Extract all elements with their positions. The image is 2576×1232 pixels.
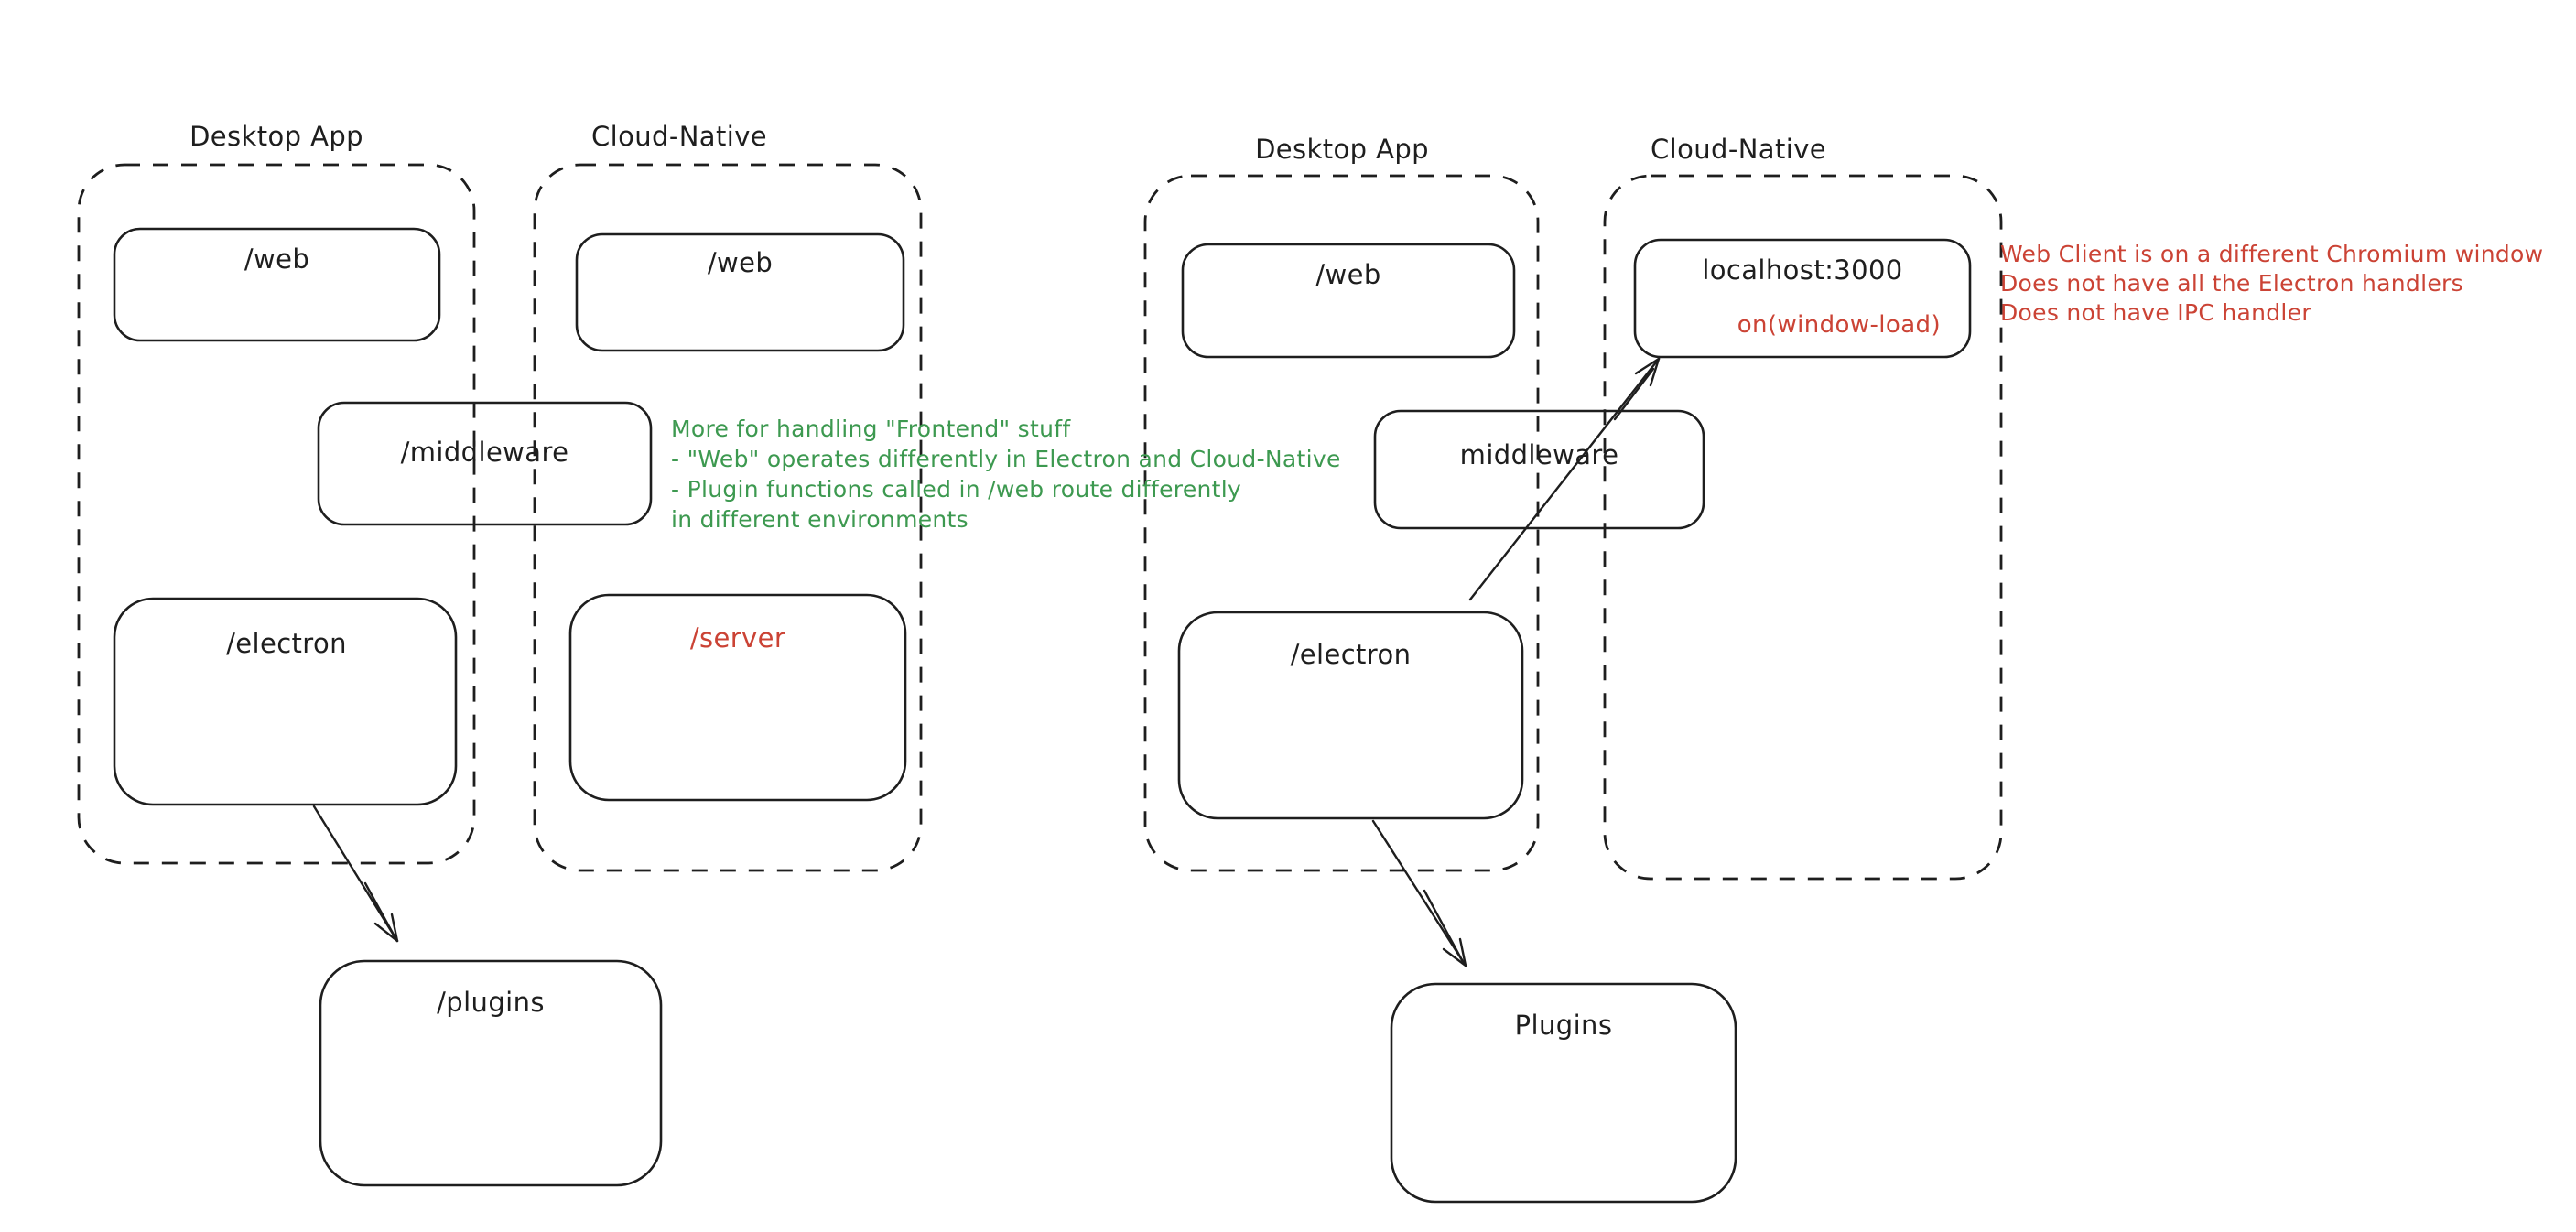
left-cloud-native-label: Cloud-Native	[591, 121, 767, 152]
red-note: Web Client is on a different Chromium wi…	[2000, 240, 2543, 328]
arrow-right-electron-to-plugins	[1371, 819, 1467, 967]
right-cloud-native-label: Cloud-Native	[1651, 134, 1826, 165]
green-note: More for handling "Frontend" stuff - "We…	[671, 414, 1341, 535]
right-electron-box	[1177, 611, 1524, 820]
arrow-right-electron-to-localhost	[1468, 357, 1661, 601]
left-middleware-box	[317, 401, 653, 526]
right-web-desktop-label: /web	[1315, 259, 1381, 290]
right-plugins-box	[1390, 982, 1737, 1204]
left-server-label: /server	[689, 622, 786, 654]
green-note-line: More for handling "Frontend" stuff	[671, 416, 1071, 442]
right-desktop-app-label: Desktop App	[1255, 134, 1429, 165]
left-plugins-label: /plugins	[437, 987, 545, 1018]
left-desktop-app-label: Desktop App	[189, 121, 363, 152]
arrow-left-electron-to-plugins	[312, 805, 399, 943]
right-localhost-box	[1633, 238, 1972, 359]
green-note-line: - Plugin functions called in /web route …	[671, 476, 1242, 503]
right-desktop-app-container	[1143, 174, 1540, 872]
left-plugins-box	[319, 959, 663, 1187]
right-middleware-box	[1373, 409, 1705, 530]
right-plugins-label: Plugins	[1514, 1010, 1613, 1041]
right-web-desktop-box	[1181, 243, 1516, 359]
left-web-desktop-box	[113, 227, 441, 342]
left-cloud-native-container	[533, 163, 923, 872]
left-web-cloud-label: /web	[707, 247, 774, 278]
left-electron-label: /electron	[226, 628, 347, 659]
right-middleware-label: middleware	[1459, 439, 1619, 470]
right-localhost-label: localhost:3000	[1702, 254, 1903, 286]
left-server-box	[568, 593, 907, 802]
green-note-line: - "Web" operates differently in Electron…	[671, 446, 1341, 472]
green-note-line: in different environments	[671, 506, 969, 533]
right-window-load-label: on(window-load)	[1737, 311, 1941, 339]
right-electron-label: /electron	[1290, 639, 1412, 670]
red-note-line: Web Client is on a different Chromium wi…	[2000, 241, 2544, 267]
left-desktop-app-container	[77, 163, 476, 865]
red-note-line: Does not have IPC handler	[2000, 299, 2311, 326]
left-web-desktop-label: /web	[244, 243, 310, 275]
left-middleware-label: /middleware	[400, 437, 569, 468]
red-note-line: Does not have all the Electron handlers	[2000, 270, 2463, 297]
left-electron-box	[113, 597, 458, 806]
left-web-cloud-box	[575, 232, 905, 352]
